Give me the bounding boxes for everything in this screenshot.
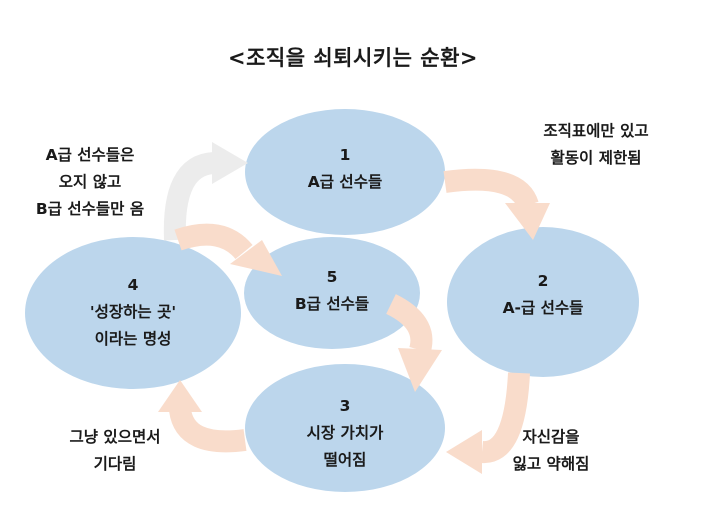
node-3-label-line1: 시장 가치가 <box>306 424 384 442</box>
node-1-number: 1 <box>339 146 351 164</box>
node-1-ellipse <box>245 109 445 235</box>
note-bottom-right-line1: 자신감을 <box>522 428 580 446</box>
note-top-right-line1: 조직표에만 있고 <box>543 122 649 140</box>
note-top-right-line2: 활동이 제한됨 <box>550 149 642 167</box>
node-5-number: 5 <box>326 268 338 286</box>
node-1-label: A급 선수들 <box>307 173 383 191</box>
node-1: 1 A급 선수들 <box>265 142 425 196</box>
node-5-ellipse <box>244 237 420 349</box>
note-bottom-left-line2: 기다림 <box>93 455 137 473</box>
note-top-left: A급 선수들은 오지 않고 B급 선수들만 옴 <box>10 142 170 223</box>
note-top-left-line3: B급 선수들만 옴 <box>35 200 145 218</box>
arrow-2-to-3 <box>446 372 530 474</box>
note-bottom-right-line2: 잃고 약해짐 <box>512 455 590 473</box>
node-4-ellipse <box>25 237 241 389</box>
arrow-5-to-3 <box>385 294 442 392</box>
note-bottom-right: 자신감을 잃고 약해짐 <box>476 424 626 478</box>
note-top-left-line1: A급 선수들은 <box>45 146 135 164</box>
node-3-number: 3 <box>339 397 351 415</box>
node-5-label: B급 선수들 <box>294 295 370 313</box>
note-bottom-left: 그냥 있으면서 기다림 <box>40 424 190 478</box>
node-3-ellipse <box>245 364 445 492</box>
node-5: 5 B급 선수들 <box>252 264 412 318</box>
note-top-right: 조직표에만 있고 활동이 제한됨 <box>506 118 686 172</box>
arrow-4-to-5 <box>174 223 282 276</box>
node-3: 3 시장 가치가 떨어짐 <box>265 393 425 474</box>
diagram-title: <조직을 쇠퇴시키는 순환> <box>227 46 478 70</box>
node-4-label-line1: '성장하는 곳' <box>89 303 177 321</box>
note-bottom-left-line1: 그냥 있으면서 <box>69 428 161 446</box>
node-2-number: 2 <box>537 272 549 290</box>
arrow-1-to-2 <box>443 168 550 240</box>
arrow-3-to-4 <box>158 380 247 453</box>
node-4: 4 '성장하는 곳' 이라는 명성 <box>53 272 213 353</box>
node-2-label: A-급 선수들 <box>502 299 584 317</box>
node-4-label-line2: 이라는 명성 <box>94 330 172 348</box>
node-4-number: 4 <box>127 276 139 294</box>
arrow-4-to-1 <box>163 142 248 241</box>
node-2: 2 A-급 선수들 <box>463 268 623 322</box>
note-top-left-line2: 오지 않고 <box>58 173 122 191</box>
node-3-label-line2: 떨어짐 <box>323 451 367 469</box>
node-2-ellipse <box>447 227 639 377</box>
